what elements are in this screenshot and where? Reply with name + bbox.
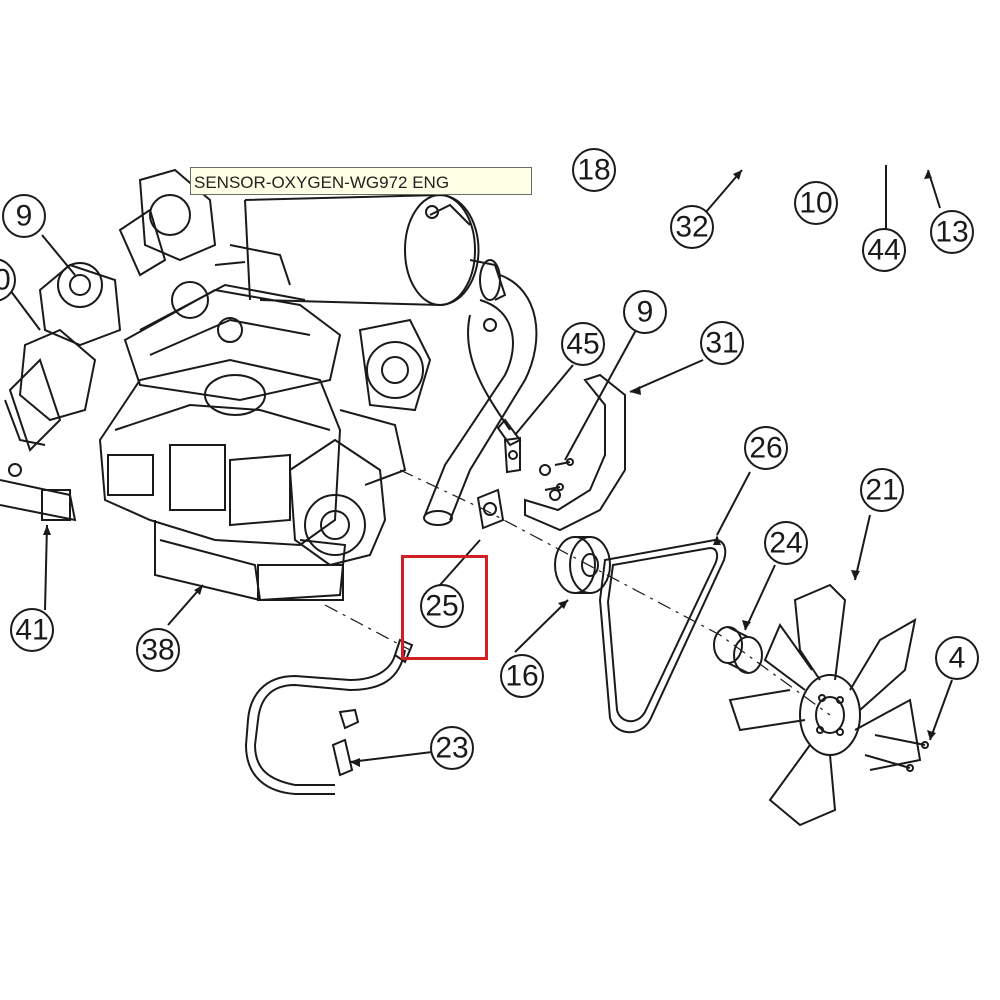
callout-44: 44 (862, 228, 906, 272)
callout-label: 10 (0, 264, 11, 297)
callout-label: 26 (749, 432, 782, 465)
callout-23: 23 (430, 726, 474, 770)
part-tooltip: SENSOR-OXYGEN-WG972 ENG (190, 167, 532, 195)
callout-label: 45 (566, 328, 599, 361)
callout-21: 21 (860, 468, 904, 512)
callout-4: 4 (935, 636, 979, 680)
callout-label: 44 (867, 234, 900, 267)
part-26-belt (598, 538, 727, 734)
callout-13: 13 (930, 210, 974, 254)
part-24-fan-spacer (713, 626, 763, 674)
callout-32: 32 (670, 205, 714, 249)
callout-label: 32 (675, 211, 708, 244)
callout-label: 41 (15, 614, 48, 647)
callout-26: 26 (744, 426, 788, 470)
callout-24: 24 (764, 521, 808, 565)
callout-label: 18 (577, 154, 610, 187)
callout-31: 31 (700, 321, 744, 365)
callout-label: 9 (16, 200, 33, 233)
callout-label: 21 (865, 474, 898, 507)
callout-label: 9 (637, 296, 654, 329)
part-23-hose (244, 638, 414, 795)
part-31-shroud-bracket (524, 373, 626, 532)
callout-41: 41 (10, 608, 54, 652)
part-16-pulley (554, 536, 611, 594)
centerlines (324, 469, 831, 716)
selected-part-highlight[interactable] (401, 555, 488, 660)
callout-label: 24 (769, 527, 802, 560)
callout-label: 4 (949, 642, 966, 675)
callout-label: 10 (799, 187, 832, 220)
leader-arrowheads (43, 170, 936, 767)
callout-45: 45 (561, 322, 605, 366)
callout-label: 23 (435, 732, 468, 765)
callout-label: 31 (705, 327, 738, 360)
exhaust-muffler (214, 193, 538, 526)
callout-9-left: 9 (2, 194, 46, 238)
callout-38: 38 (136, 628, 180, 672)
callout-label: 38 (141, 634, 174, 667)
engine-assembly (0, 168, 432, 602)
part-21-fan (728, 583, 929, 827)
callout-label: 13 (935, 216, 968, 249)
callout-10-left: 10 (0, 258, 16, 302)
callout-label: 25 (425, 590, 458, 623)
callout-18: 18 (572, 148, 616, 192)
leader-lines (9, 165, 953, 763)
callout-25: 25 (420, 584, 464, 628)
part-45-bracket (503, 436, 521, 474)
callout-9-right: 9 (623, 290, 667, 334)
callout-10: 10 (794, 181, 838, 225)
callout-16: 16 (500, 654, 544, 698)
callout-label: 16 (505, 660, 538, 693)
